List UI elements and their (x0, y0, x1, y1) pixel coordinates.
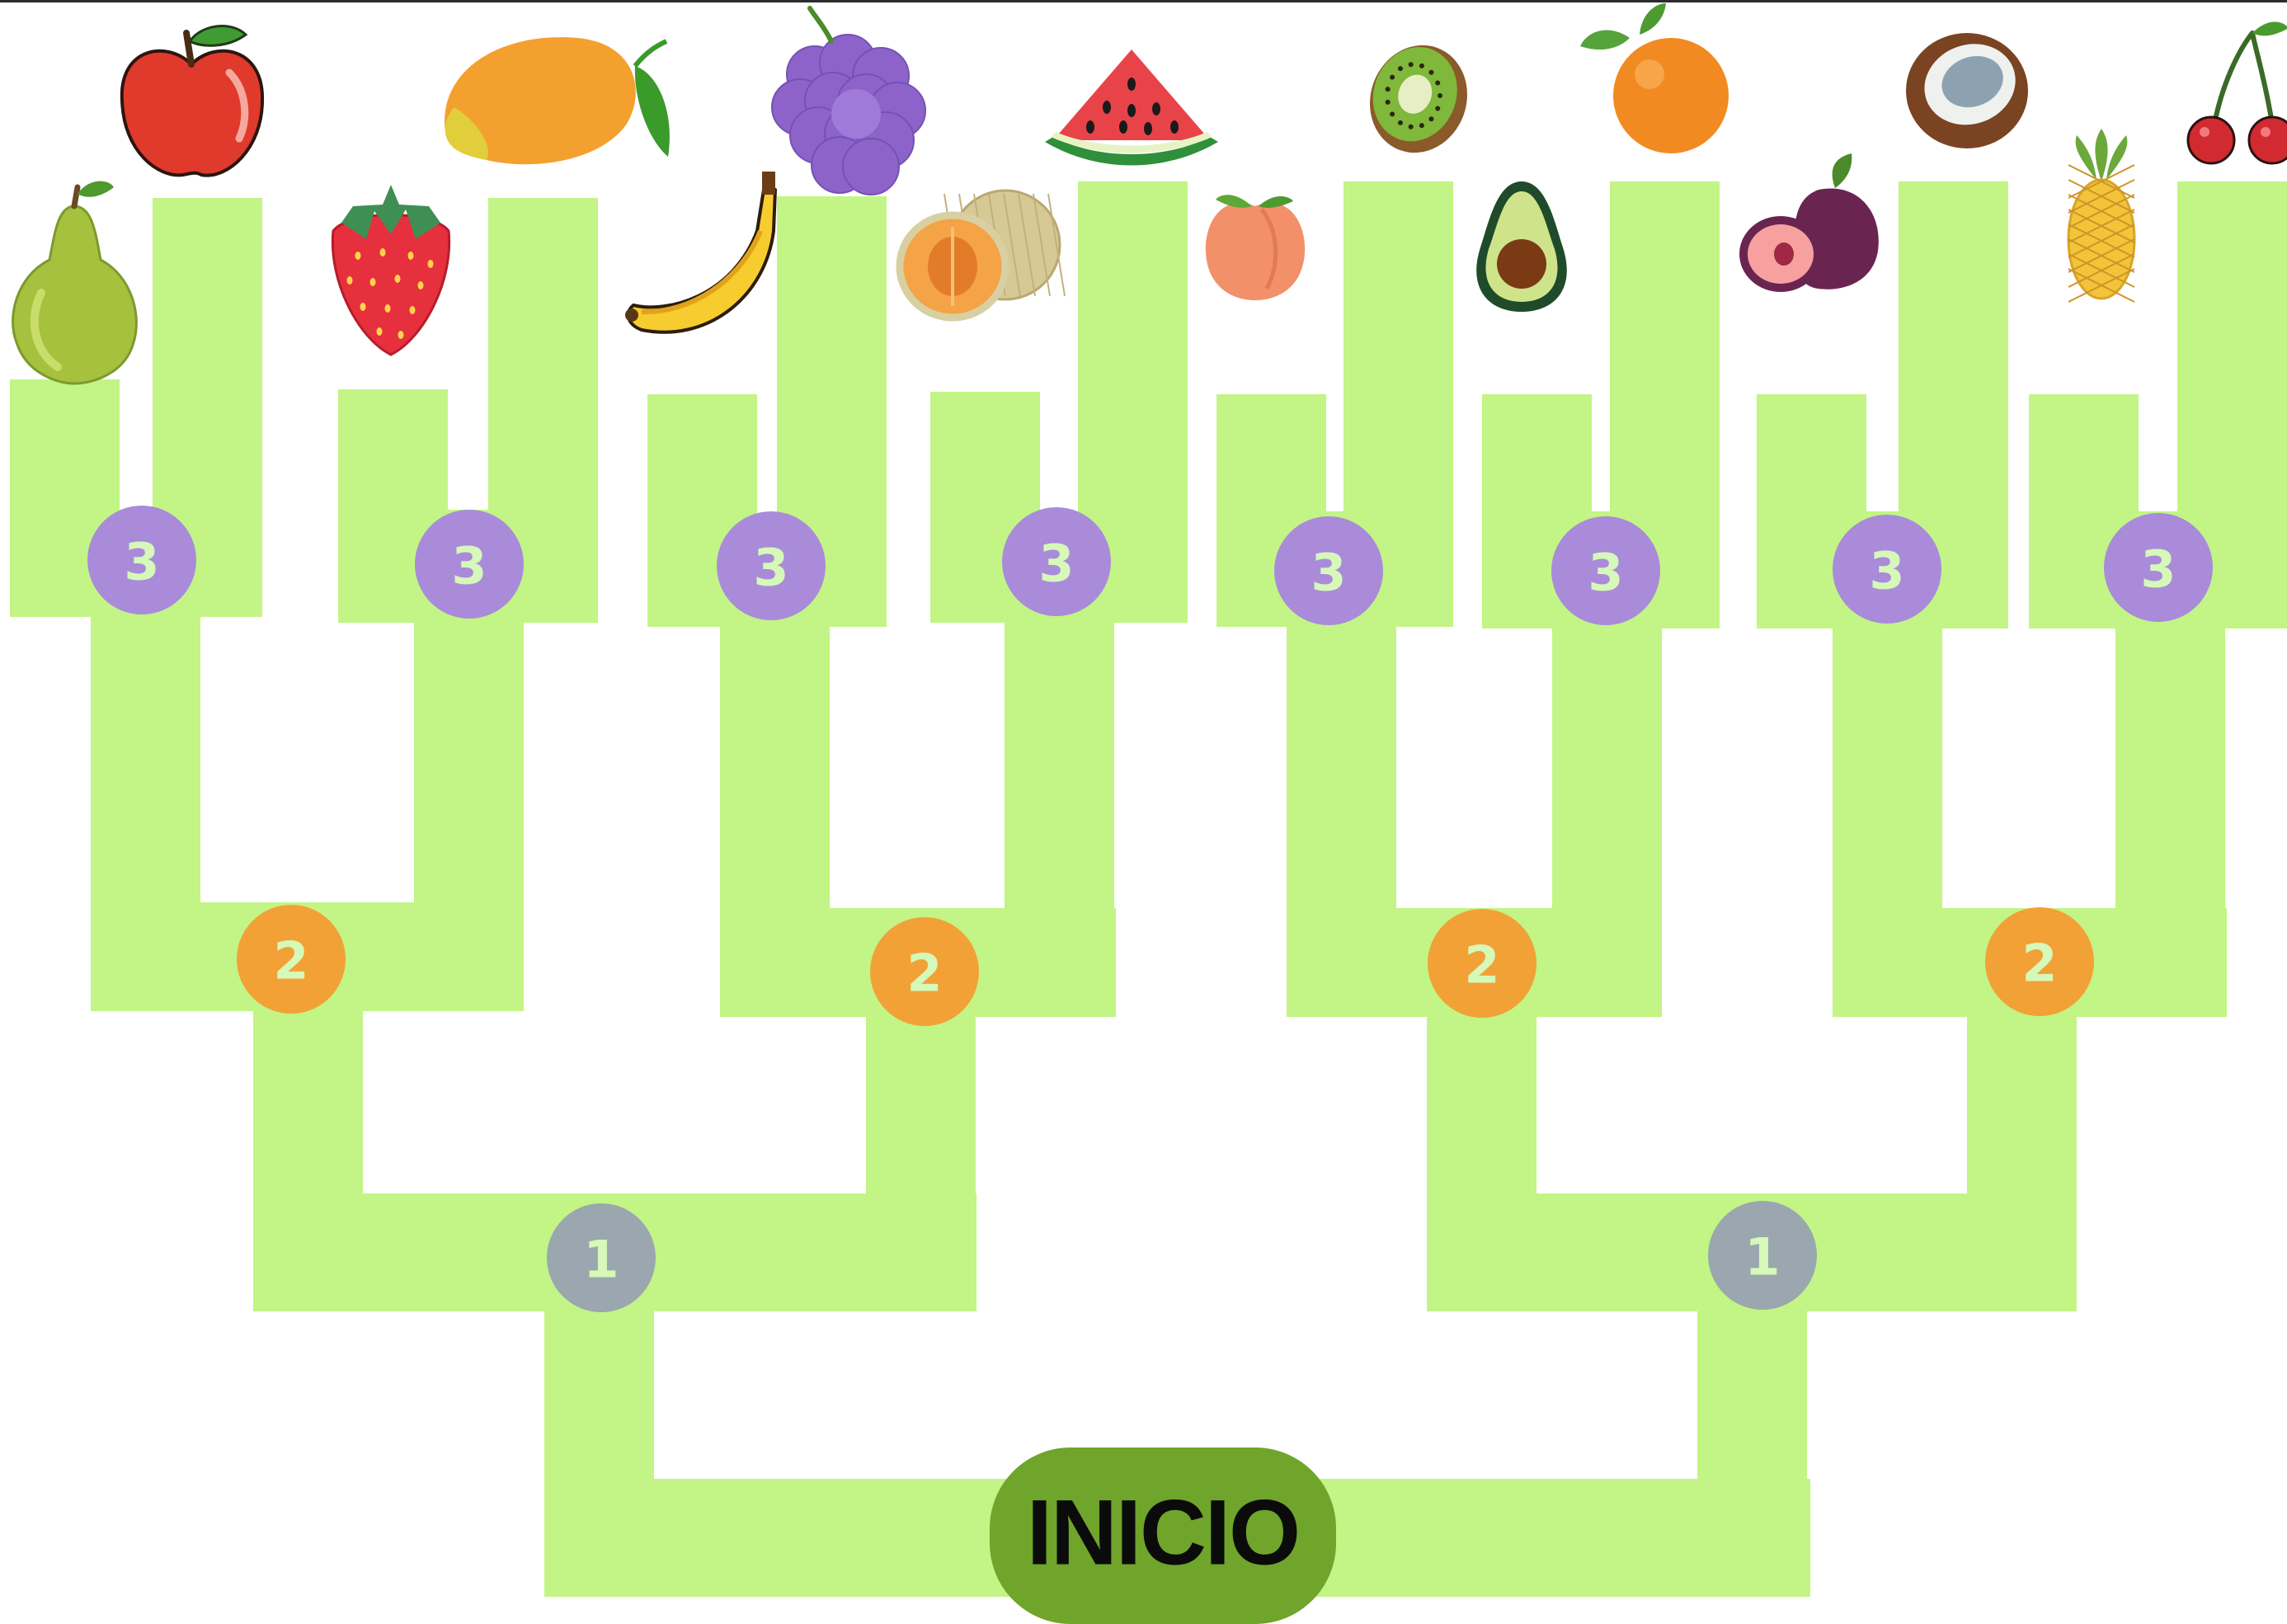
level-3-node-circle (1833, 515, 1941, 624)
banana-icon[interactable] (625, 172, 777, 334)
bracket-branch (1552, 592, 1662, 1017)
start-button-background[interactable] (990, 1447, 1336, 1624)
level-2-node-circle (870, 917, 979, 1026)
level-2-node-circle (237, 905, 346, 1014)
level-2-node: 2 (870, 917, 979, 1026)
level-2-node: 2 (1428, 909, 1536, 1018)
level-2-node-label: 2 (1464, 935, 1499, 996)
level-1-node: 1 (1708, 1201, 1817, 1310)
bracket-branch (1427, 1000, 1536, 1311)
level-3-node-label: 3 (1588, 543, 1623, 603)
level-2-node-label: 2 (273, 931, 308, 991)
bracket-branch (253, 1000, 363, 1311)
level-3-node-circle (1551, 516, 1660, 625)
level-3-node-circle (717, 511, 826, 620)
mango-icon[interactable] (445, 37, 670, 165)
level-2-node-circle (1428, 909, 1536, 1018)
bracket-branch (866, 1000, 976, 1311)
level-1-node: 1 (547, 1203, 656, 1312)
bracket-branch (91, 592, 200, 1011)
bracket-branch (2115, 592, 2225, 1017)
level-1-node-circle (547, 1203, 656, 1312)
watermelon-icon[interactable] (1045, 49, 1218, 166)
avocado-icon[interactable] (1476, 181, 1567, 312)
level-3-node: 3 (717, 511, 826, 620)
level-3-node-circle (415, 510, 524, 619)
bracket-branch (1967, 1000, 2077, 1311)
kiwi-icon[interactable] (1355, 31, 1482, 167)
bracket-branches (10, 181, 2287, 1597)
bracket-branch (1833, 592, 1942, 1017)
cherries-icon[interactable] (2186, 21, 2287, 165)
level-3-node-label: 3 (1311, 543, 1346, 603)
level-2-node-circle (1985, 907, 2094, 1016)
start-button[interactable]: INICIO (990, 1447, 1336, 1624)
pineapple-icon[interactable] (2067, 129, 2136, 303)
level-3-node: 3 (1002, 507, 1111, 616)
peach-icon[interactable] (1205, 195, 1306, 300)
plum-icon[interactable] (1739, 153, 1879, 292)
cantaloupe-icon[interactable] (896, 189, 1066, 322)
level-3-node-label: 3 (1869, 541, 1904, 601)
level-3-node: 3 (1833, 515, 1941, 624)
bracket-branch (414, 592, 524, 1011)
level-2-node-label: 2 (2021, 934, 2057, 994)
strawberry-icon[interactable] (331, 185, 451, 356)
level-3-node: 3 (2104, 513, 2213, 622)
level-3-node: 3 (87, 506, 196, 614)
level-3-node-circle (1002, 507, 1111, 616)
start-button-label[interactable]: INICIO (1027, 1481, 1301, 1584)
bracket-branch (720, 592, 830, 1017)
level-1-node-label: 1 (1744, 1227, 1780, 1287)
level-1-node-label: 1 (583, 1230, 619, 1290)
level-2-node: 2 (1985, 907, 2094, 1016)
level-1-node-circle (1708, 1201, 1817, 1310)
bracket-branch (1697, 1297, 1807, 1597)
level-3-node: 3 (415, 510, 524, 619)
level-3-node-circle (87, 506, 196, 614)
level-3-node-circle (2104, 513, 2213, 622)
level-2-node-label: 2 (906, 944, 942, 1004)
level-3-node-label: 3 (124, 532, 159, 592)
level-3-node-circle (1274, 516, 1383, 625)
level-nodes: 1 1 2 2 2 2 3 3 3 3 3 3 3 3 (87, 506, 2213, 1312)
level-3-node: 3 (1551, 516, 1660, 625)
pear-icon[interactable] (12, 181, 138, 385)
level-3-node-label: 3 (451, 536, 487, 596)
top-border-line (0, 0, 2287, 2)
coconut-icon[interactable] (1906, 31, 2028, 148)
bracket-branch (1005, 592, 1114, 1017)
orange-icon[interactable] (1580, 3, 1729, 153)
level-3-node-label: 3 (1038, 534, 1074, 594)
bracket-branch (544, 1297, 654, 1597)
level-3-node-label: 3 (753, 538, 788, 598)
apple-icon[interactable] (120, 25, 265, 177)
grapes-icon[interactable] (771, 6, 926, 195)
fruit-icons (12, 3, 2287, 385)
bracket-branch (1287, 592, 1396, 1017)
level-3-node-label: 3 (2140, 539, 2176, 600)
level-3-node: 3 (1274, 516, 1383, 625)
level-2-node: 2 (237, 905, 346, 1014)
